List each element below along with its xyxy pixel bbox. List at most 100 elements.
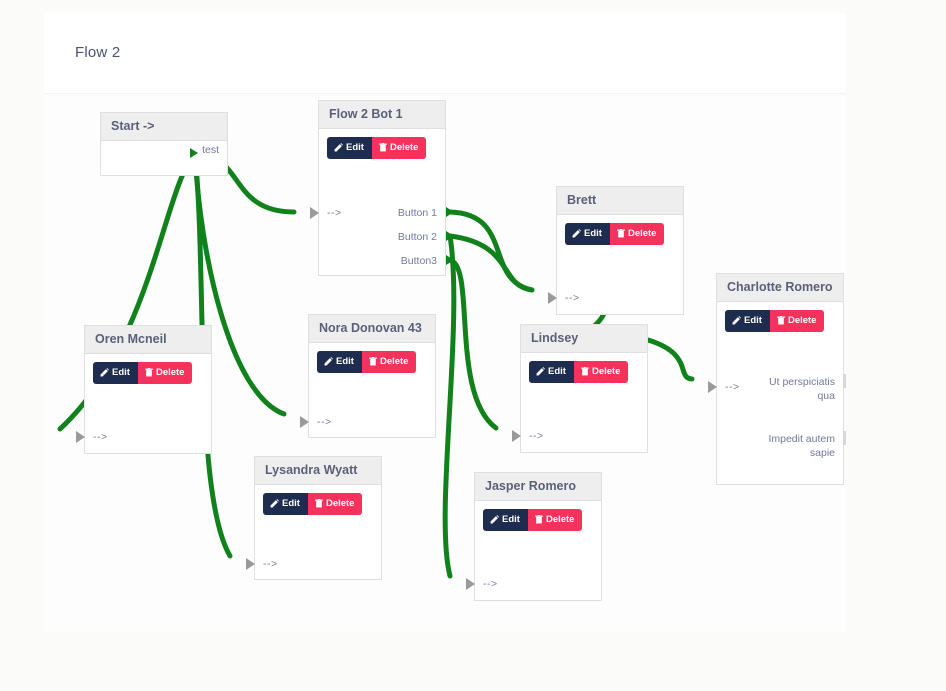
delete-button[interactable]: Delete: [769, 310, 825, 332]
edit-button[interactable]: Edit: [529, 361, 574, 383]
delete-button[interactable]: Delete: [527, 509, 583, 531]
node-actions: Edit Delete: [93, 362, 193, 384]
trash-icon: [369, 357, 377, 366]
edit-button[interactable]: Edit: [263, 493, 308, 515]
node-nora[interactable]: Nora Donovan 43 Edit Delete -->: [300, 314, 436, 438]
input-arrow-icon: [310, 207, 319, 219]
node-title: Start ->: [101, 113, 227, 141]
edge-7: [442, 233, 457, 579]
input-arrow-icon: [76, 431, 85, 443]
button-output-arrow-icon: [446, 207, 454, 217]
node-input-port[interactable]: -->: [263, 558, 278, 570]
node-title: Lindsey: [521, 325, 647, 353]
edit-button[interactable]: Edit: [483, 509, 528, 531]
pencil-icon: [536, 367, 545, 376]
node-output-port[interactable]: Button 2: [397, 231, 437, 243]
pencil-icon: [324, 357, 333, 366]
trash-icon: [777, 316, 785, 325]
edit-button-label: Edit: [346, 142, 364, 153]
node-body: Edit Delete -->: [76, 354, 211, 454]
delete-button[interactable]: Delete: [137, 362, 193, 384]
delete-button[interactable]: Delete: [573, 361, 629, 383]
delete-button-label: Delete: [379, 356, 409, 367]
input-arrow-icon: [246, 558, 255, 570]
node-message-text: Ut perspiciatis qua: [769, 376, 835, 402]
edit-button-label: Edit: [584, 228, 602, 239]
delete-button-label: Delete: [627, 228, 657, 239]
delete-button[interactable]: Delete: [371, 137, 427, 159]
edit-button-label: Edit: [282, 498, 300, 509]
node-body: Edit Delete --> Button 1 Button 2 Button3: [310, 129, 445, 276]
trash-icon: [581, 367, 589, 376]
edit-button-label: Edit: [502, 514, 520, 525]
edit-button[interactable]: Edit: [565, 223, 610, 245]
pencil-icon: [334, 143, 343, 152]
edit-button-label: Edit: [548, 366, 566, 377]
delete-button-label: Delete: [155, 367, 185, 378]
edit-button[interactable]: Edit: [93, 362, 138, 384]
input-arrow-icon: [300, 416, 309, 428]
node-actions: Edit Delete: [565, 223, 665, 245]
node-title: Lysandra Wyatt: [255, 457, 381, 485]
start-output-arrow-icon: [190, 148, 198, 158]
node-input-port[interactable]: -->: [529, 430, 544, 442]
node-actions: Edit Delete: [483, 509, 583, 531]
node-flow2bot1[interactable]: Flow 2 Bot 1 Edit Delete --> Button 1 Button …: [310, 100, 446, 276]
node-title: Charlotte Romero: [717, 274, 843, 302]
trash-icon: [145, 368, 153, 377]
pencil-icon: [732, 316, 741, 325]
node-body: Edit Delete -->: [246, 485, 381, 580]
pencil-icon: [100, 368, 109, 377]
node-actions: Edit Delete: [725, 310, 825, 332]
trash-icon: [315, 499, 323, 508]
node-title: Brett: [557, 187, 683, 215]
input-arrow-icon: [548, 292, 557, 304]
delete-button[interactable]: Delete: [307, 493, 363, 515]
edit-button[interactable]: Edit: [327, 137, 372, 159]
message-output-stub[interactable]: [843, 431, 846, 445]
node-input-port[interactable]: -->: [317, 416, 332, 428]
edge-9: [645, 337, 695, 382]
node-input-port[interactable]: -->: [483, 578, 498, 590]
edge-4: [447, 209, 535, 293]
node-title: Flow 2 Bot 1: [319, 101, 445, 129]
trash-icon: [535, 515, 543, 524]
input-arrow-icon: [466, 578, 475, 590]
node-output-port[interactable]: Button 1: [397, 207, 437, 219]
delete-button-label: Delete: [787, 315, 817, 326]
node-input-port[interactable]: -->: [93, 431, 108, 443]
input-arrow-icon: [708, 381, 717, 393]
node-body: Edit Delete -->: [548, 215, 683, 315]
message-output-stub[interactable]: [843, 374, 846, 388]
node-input-port[interactable]: -->: [565, 292, 580, 304]
node-start[interactable]: Start -> test: [100, 112, 228, 176]
delete-button-label: Delete: [591, 366, 621, 377]
node-output-port[interactable]: test: [202, 144, 219, 156]
node-actions: Edit Delete: [327, 137, 427, 159]
node-actions: Edit Delete: [529, 361, 629, 383]
panel-header: [44, 13, 846, 94]
edge-6: [447, 257, 499, 431]
delete-button[interactable]: Delete: [361, 351, 417, 373]
delete-button-label: Delete: [545, 514, 575, 525]
node-input-port[interactable]: -->: [725, 381, 740, 393]
node-title: Nora Donovan 43: [309, 315, 435, 343]
input-arrow-icon: [512, 430, 521, 442]
delete-button-label: Delete: [325, 498, 355, 509]
edit-button[interactable]: Edit: [725, 310, 770, 332]
node-body: Edit Delete -->: [512, 353, 647, 453]
node-body: test: [101, 141, 227, 176]
delete-button[interactable]: Delete: [609, 223, 665, 245]
node-output-port[interactable]: Button3: [400, 255, 437, 267]
edit-button[interactable]: Edit: [317, 351, 362, 373]
node-input-port[interactable]: -->: [327, 207, 342, 219]
edge-5: [447, 233, 535, 293]
